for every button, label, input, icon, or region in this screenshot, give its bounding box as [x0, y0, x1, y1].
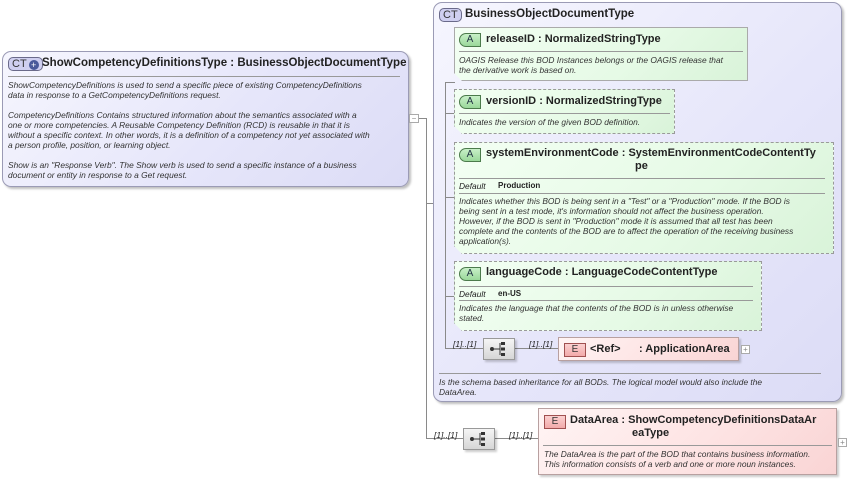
divider: [459, 113, 670, 114]
divider: [459, 178, 825, 179]
connector-systemEnvironmentCode: [445, 197, 455, 198]
attribute-documentation: Indicates the version of the given BOD d…: [459, 117, 641, 127]
element-cardinality: [1]..[1]: [529, 339, 553, 349]
complex-type-badge: CT: [439, 8, 462, 22]
default-value: en-US: [498, 289, 522, 298]
attribute-badge: A: [459, 267, 481, 281]
element-title-wrap: eaType: [632, 427, 670, 439]
attribute-languageCode[interactable]: A languageCode : LanguageCodeContentType…: [454, 261, 762, 331]
element-applicationarea[interactable]: E <Ref> : ApplicationArea: [558, 337, 739, 361]
divider: [439, 373, 821, 374]
connector-languageCode: [445, 296, 455, 297]
attribute-title: systemEnvironmentCode : SystemEnvironmen…: [486, 147, 816, 159]
connector-dataarea-seq-to-elem: [495, 438, 539, 439]
sequence-cardinality: [1]..[1]: [434, 430, 458, 440]
root-documentation: ShowCompetencyDefinitions is used to sen…: [8, 80, 370, 180]
element-documentation: The DataArea is the part of the BOD that…: [544, 449, 811, 469]
connector-root-to-tree: [418, 118, 426, 119]
attribute-releaseID[interactable]: A releaseID : NormalizedStringType OAGIS…: [454, 27, 748, 81]
element-dataarea[interactable]: E DataArea : ShowCompetencyDefinitionsDa…: [538, 408, 837, 475]
divider: [8, 76, 400, 77]
divider: [543, 445, 832, 446]
root-complex-type-box[interactable]: CT+ ShowCompetencyDefinitionsType : Busi…: [2, 51, 409, 187]
default-label: Default: [459, 289, 486, 299]
attribute-badge: A: [459, 95, 481, 109]
connector-versionID: [445, 113, 455, 114]
attribute-documentation: Indicates the language that the contents…: [459, 303, 734, 323]
attribute-title: releaseID : NormalizedStringType: [486, 33, 661, 45]
sequence-icon: [470, 432, 485, 446]
element-ref: <Ref>: [590, 343, 621, 355]
element-title: DataArea : ShowCompetencyDefinitionsData…: [570, 414, 817, 426]
sequence-cardinality: [1]..[1]: [453, 339, 477, 349]
default-label: Default: [459, 181, 486, 191]
divider: [459, 300, 753, 301]
element-badge: E: [564, 343, 586, 357]
attribute-title: languageCode : LanguageCodeContentType: [486, 266, 718, 278]
attribute-documentation: Indicates whether this BOD is being sent…: [459, 196, 794, 246]
attribute-badge: A: [459, 148, 481, 162]
connector-to-dataarea-seq: [426, 438, 463, 439]
default-value: Production: [498, 181, 541, 190]
attribute-badge: A: [459, 33, 481, 47]
complex-type-badge: CT+: [8, 57, 43, 71]
attribute-versionID[interactable]: A versionID : NormalizedStringType Indic…: [454, 89, 675, 134]
connector-trunk: [426, 118, 427, 438]
sequence-compositor[interactable]: [463, 428, 495, 450]
connector-to-base: [426, 203, 434, 204]
sequence-compositor[interactable]: [483, 338, 515, 360]
sequence-icon: [490, 342, 505, 356]
divider: [459, 51, 743, 52]
attribute-systemEnvironmentCode[interactable]: A systemEnvironmentCode : SystemEnvironm…: [454, 142, 834, 254]
expand-toggle[interactable]: +: [741, 345, 750, 354]
attribute-title: versionID : NormalizedStringType: [486, 95, 662, 107]
plus-icon: +: [28, 60, 39, 70]
connector-to-sequence: [445, 348, 483, 349]
divider: [459, 193, 825, 194]
element-cardinality: [1]..[1]: [509, 430, 533, 440]
divider: [459, 286, 753, 287]
connector-seq-to-applicationarea: [515, 348, 559, 349]
connector-attributes-trunk: [445, 82, 446, 348]
element-name: : ApplicationArea: [639, 343, 730, 355]
attribute-documentation: OAGIS Release this BOD Instances belongs…: [459, 55, 723, 75]
base-documentation: Is the schema based inheritance for all …: [439, 377, 763, 397]
collapse-toggle[interactable]: −: [409, 114, 419, 123]
connector-releaseID: [445, 82, 455, 83]
root-type-title: ShowCompetencyDefinitionsType : Business…: [42, 57, 407, 69]
element-badge: E: [544, 415, 566, 429]
expand-toggle[interactable]: +: [838, 438, 847, 447]
base-type-title: BusinessObjectDocumentType: [465, 8, 635, 20]
attribute-title-wrap: pe: [635, 160, 648, 172]
